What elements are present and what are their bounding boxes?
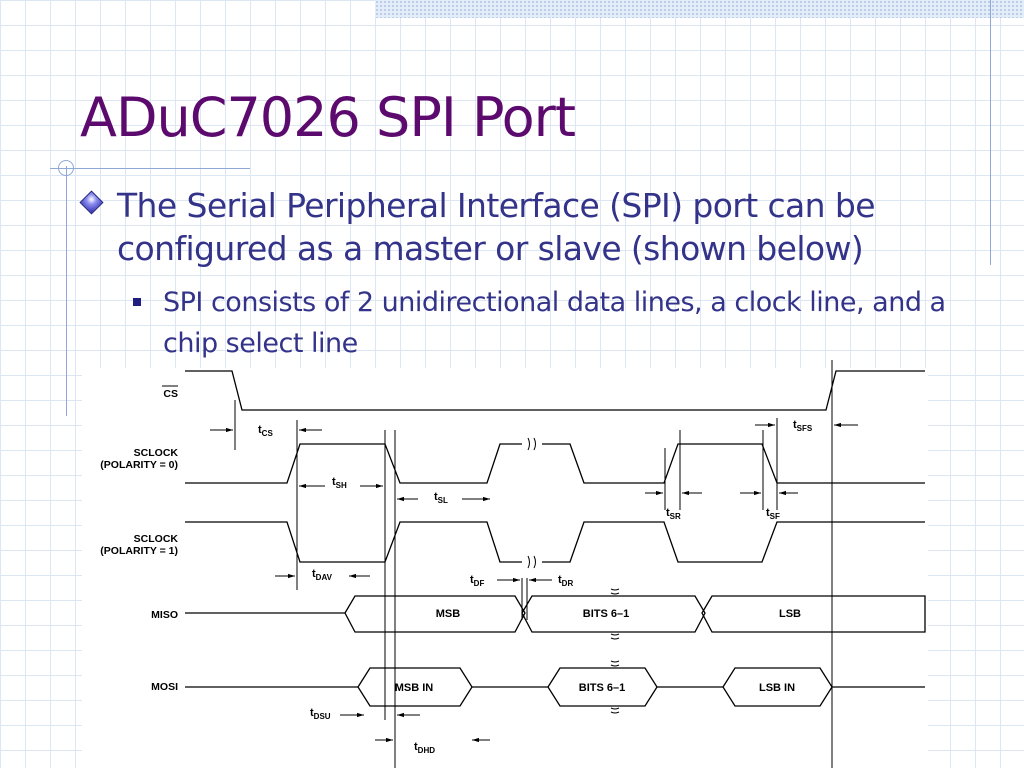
sclock0-waveform-cont	[542, 443, 925, 484]
mosi-msb-text: MSB IN	[395, 682, 434, 694]
tsfs-label: tSFS	[793, 419, 813, 433]
tdr-label: tDR	[558, 574, 573, 588]
left-rule	[66, 166, 67, 416]
timing-diagram-panel	[82, 368, 928, 768]
tdf-label: tDF	[470, 574, 484, 588]
tdav-label: tDAV	[312, 568, 333, 582]
sub-bullet: SPI consists of 2 unidirectional data li…	[133, 282, 1003, 364]
miso-bits-cell	[521, 595, 706, 633]
header-band	[375, 0, 1024, 18]
miso-lsb-text: LSB	[779, 608, 801, 620]
sclock1-waveform	[185, 521, 522, 563]
miso-bits-text: BITS 6–1	[583, 608, 629, 620]
mosi-bits-text: BITS 6–1	[579, 682, 625, 694]
tcs-label: tCS	[258, 424, 273, 438]
break-mark-sclock1	[527, 555, 536, 569]
miso-label: MISO	[151, 609, 178, 621]
miso-lsb-cell	[701, 595, 926, 633]
tsr-label: tSR	[666, 507, 681, 521]
miso-msb-cell	[344, 595, 526, 633]
break-mark-miso-a	[610, 588, 620, 595]
square-bullet-icon	[133, 298, 141, 306]
sub-bullet-text: SPI consists of 2 unidirectional data li…	[163, 287, 946, 359]
break-mark-miso-b	[610, 633, 620, 640]
crosshair-ornament	[58, 160, 74, 176]
slide-title: ADuC7026 SPI Port	[80, 86, 576, 149]
sclock0-waveform	[185, 443, 522, 484]
break-mark-mosi-a	[610, 660, 620, 667]
cs-label: CS	[163, 388, 178, 400]
title-rule	[50, 168, 250, 169]
tsl-label: tSL	[434, 491, 448, 505]
main-bullet: The Serial Peripheral Interface (SPI) po…	[79, 184, 1000, 270]
mosi-label: MOSI	[151, 681, 178, 693]
miso-msb-text: MSB	[436, 608, 461, 620]
break-mark-mosi-b	[610, 707, 620, 714]
tdhd-label: tDHD	[414, 741, 435, 755]
main-bullet-text: The Serial Peripheral Interface (SPI) po…	[117, 186, 876, 268]
sclock1-waveform-cont	[542, 521, 925, 563]
tsh-label: tSH	[332, 476, 347, 490]
tsf-label: tSF	[766, 507, 780, 521]
sclock0-polarity-label: (POLARITY = 0)	[100, 459, 178, 471]
break-mark-sclock0	[527, 437, 536, 451]
sclock1-label: SCLOCK	[134, 533, 179, 545]
tdsu-label: tDSU	[310, 707, 331, 721]
mosi-lsb-text: LSB IN	[759, 682, 795, 694]
sclock1-polarity-label: (POLARITY = 1)	[100, 545, 178, 557]
right-rule	[990, 0, 991, 265]
cs-waveform	[185, 370, 925, 411]
sclock0-label: SCLOCK	[134, 447, 179, 459]
